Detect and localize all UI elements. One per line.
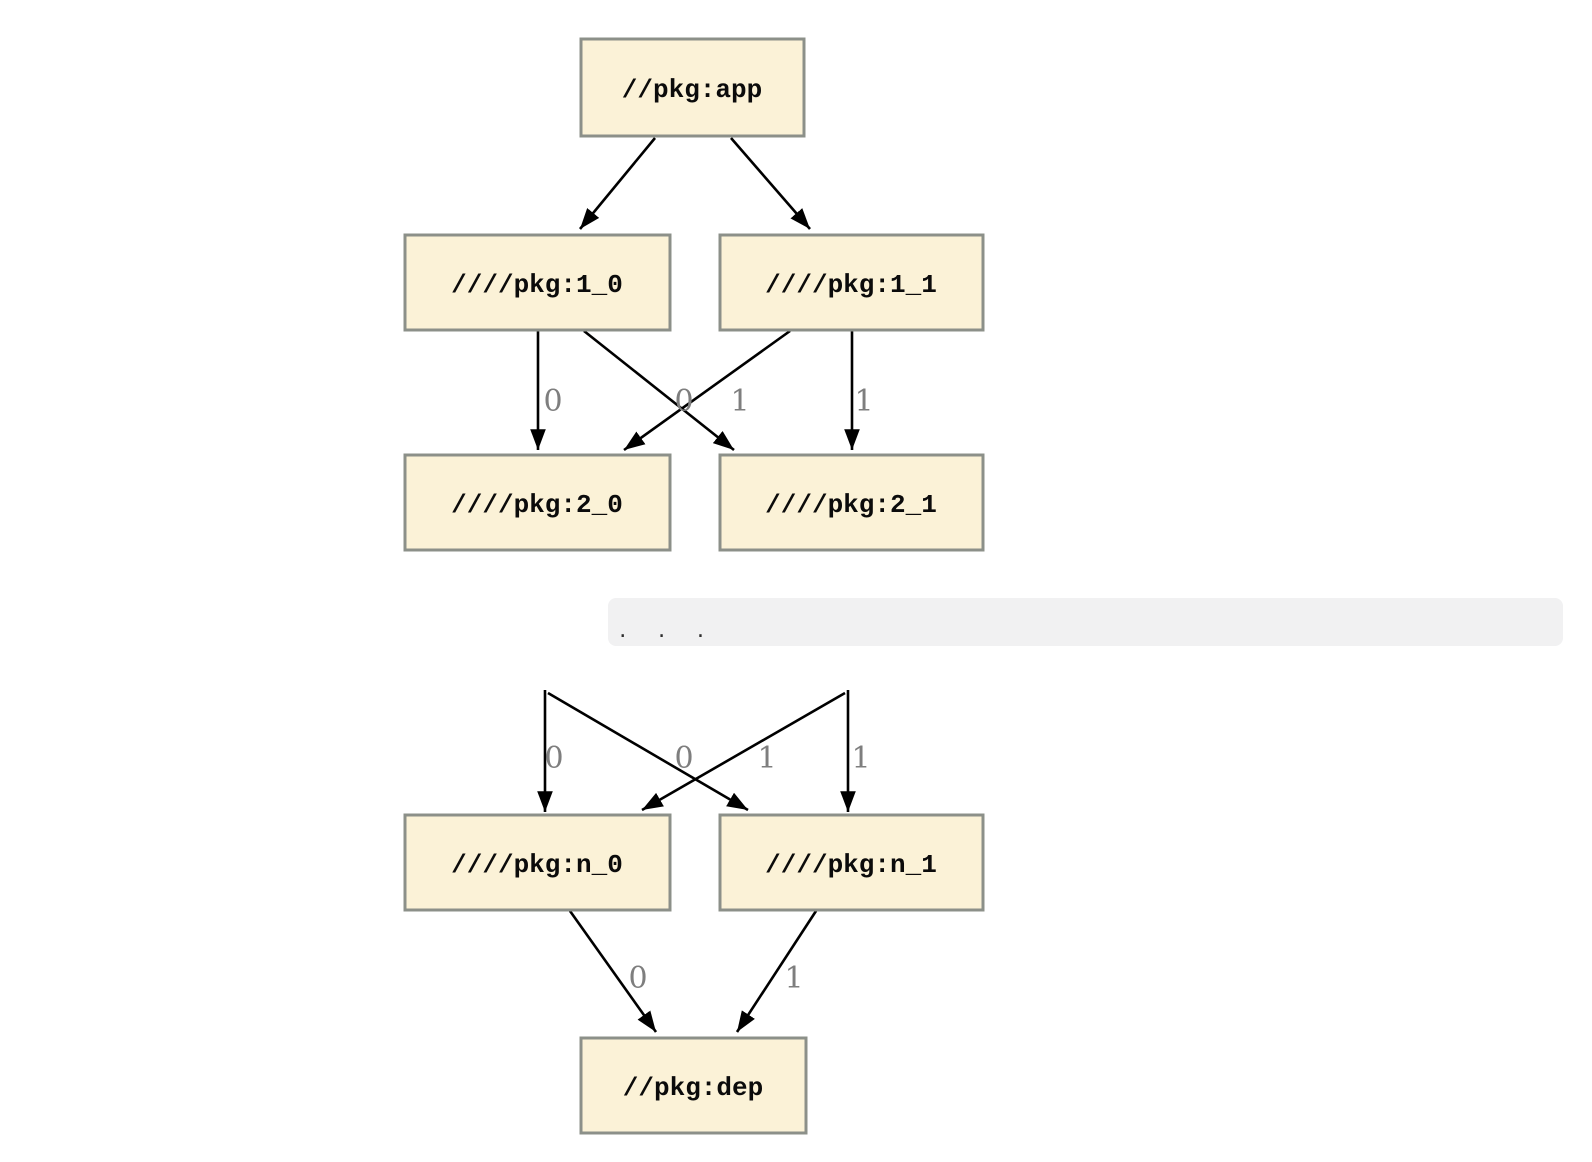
ellipsis-band: . . .: [608, 598, 1563, 646]
node-box: [403, 453, 672, 552]
edge-label: 0: [543, 384, 562, 419]
node-box: [403, 233, 672, 332]
node-box: [403, 813, 672, 912]
node-n_0: ////pkg:n_0: [403, 813, 672, 912]
edges-row1-to-row2: 0 0 1 1: [530, 329, 874, 452]
edge-1_1-to-2_0: [623, 329, 791, 452]
node-label: ////pkg:2_0: [451, 490, 623, 520]
node-label: //pkg:app: [622, 75, 762, 105]
node-app: //pkg:app: [579, 37, 806, 138]
node-dep: //pkg:dep: [579, 1036, 808, 1135]
edge-app-to-1_1: [730, 137, 811, 230]
node-box: [579, 1036, 808, 1135]
edge-prev-to-n_1: [547, 691, 749, 812]
edges-ellipsis-to-rowN: 0 0 1 1: [537, 690, 871, 812]
edges-rowN-to-dep: 0 1: [568, 910, 818, 1033]
edges-top: [578, 137, 811, 230]
node-2_1: ////pkg:2_1: [718, 453, 985, 552]
edge-label: 0: [674, 384, 693, 419]
node-label: ////pkg:n_0: [451, 850, 623, 880]
edge-label: 0: [544, 741, 563, 776]
edge-n_0-to-dep: [568, 910, 658, 1033]
edge-n_1-to-dep: [735, 910, 818, 1033]
edge-1_0-to-2_1: [583, 329, 735, 452]
node-label: ////pkg:n_1: [765, 850, 937, 880]
edge-label: 1: [784, 961, 803, 996]
ellipsis-band-background: [608, 598, 1563, 646]
node-n_1: ////pkg:n_1: [718, 813, 985, 912]
ellipsis-text: . . .: [617, 620, 714, 642]
edge-label: 1: [851, 741, 870, 776]
edge-label: 0: [674, 741, 693, 776]
edge-label: 0: [628, 961, 647, 996]
edge-label: 1: [730, 384, 749, 419]
edge-prev-to-n_0: [641, 691, 846, 812]
node-label: ////pkg:1_1: [765, 270, 937, 300]
node-box: [718, 453, 985, 552]
node-box: [718, 233, 985, 332]
edge-label: 1: [854, 384, 873, 419]
edge-app-to-1_0: [578, 137, 657, 230]
node-2_0: ////pkg:2_0: [403, 453, 672, 552]
node-label: //pkg:dep: [623, 1073, 763, 1103]
node-label: ////pkg:1_0: [451, 270, 623, 300]
node-label: ////pkg:2_1: [765, 490, 937, 520]
node-box: [718, 813, 985, 912]
node-1_0: ////pkg:1_0: [403, 233, 672, 332]
node-box: [579, 37, 806, 138]
edge-label: 1: [757, 741, 776, 776]
node-1_1: ////pkg:1_1: [718, 233, 985, 332]
